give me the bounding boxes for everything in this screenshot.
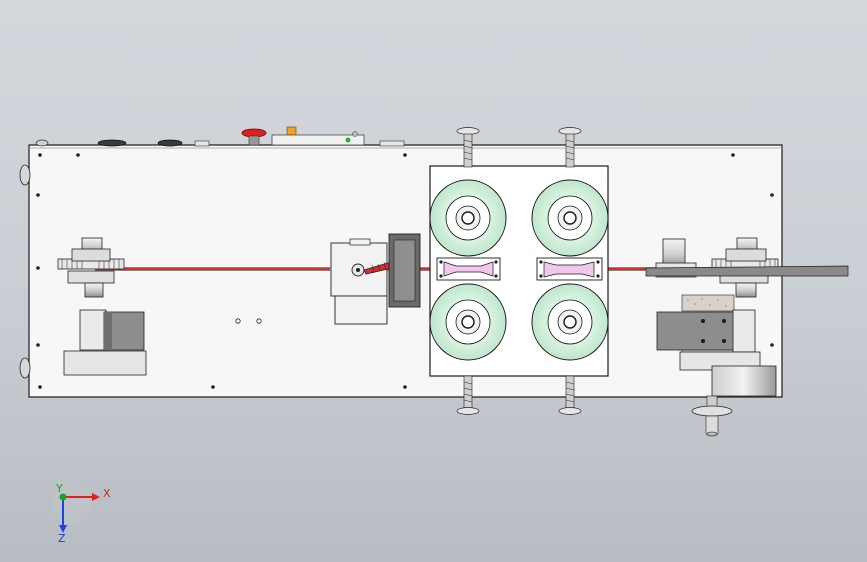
connector-left-1: [35, 139, 49, 147]
payoff-hub: [71, 248, 111, 262]
screw-bottom-right: [558, 375, 582, 415]
screw-bottom-left: [456, 375, 480, 415]
right-takeup-assembly: [645, 237, 849, 437]
caster-bottom-left: [19, 357, 31, 379]
control-box-top: [271, 134, 365, 146]
textured-block-upper: [681, 294, 735, 312]
caster-top-left: [19, 164, 31, 186]
indicator-lamp: [286, 126, 297, 137]
handwheel-housing: [711, 365, 777, 397]
triad-z-arrow: [59, 525, 67, 533]
payoff-gear-teeth: [61, 259, 120, 269]
coordinate-triad: X Y Z: [51, 482, 111, 545]
takeup-hub: [725, 248, 767, 262]
payoff-shaft-lower: [84, 282, 104, 298]
roller-bottom-left: [429, 283, 507, 361]
triad-x-arrow: [92, 493, 100, 501]
guide-top-tab: [349, 238, 371, 246]
status-light-grey: [352, 131, 358, 137]
connector-left-3: [157, 139, 183, 147]
triad-y-label: Y: [55, 482, 63, 495]
motor-mount-plate-left: [63, 350, 147, 376]
guide-right: [536, 257, 603, 281]
connector-left-2: [97, 139, 127, 147]
handwheel-knob-tip: [706, 431, 718, 437]
payoff-base-ring: [67, 270, 115, 284]
screw-top-right: [558, 127, 582, 168]
gearbox-body-right: [732, 309, 756, 353]
feed-block-inner: [393, 239, 416, 302]
roller-top-left: [429, 179, 507, 257]
roller-bottom-right: [531, 283, 609, 361]
emergency-stop-stem: [248, 135, 260, 146]
wire-guide-block: [330, 233, 421, 325]
handwheel-knob: [705, 415, 719, 435]
tension-screws: [456, 127, 582, 415]
left-casters: [19, 164, 31, 379]
motor-body-right: [656, 311, 738, 351]
triad-y-dot: [59, 493, 67, 501]
status-light-green: [345, 137, 351, 143]
feed-rollers: [429, 179, 609, 361]
top-edge-fittings: [35, 126, 405, 147]
guide-left: [436, 257, 501, 281]
left-payoff-assembly: [57, 237, 147, 376]
triad-z-label: Z: [58, 532, 66, 545]
mount-block-top-1: [194, 140, 210, 147]
inter-roller-guides: [436, 257, 603, 281]
triad-x-label: X: [103, 487, 111, 500]
guide-pivot-center: [356, 268, 360, 272]
motor-bolts-right: [701, 319, 726, 343]
motor-face-left: [104, 312, 112, 350]
output-guide-bar: [645, 265, 849, 277]
takeup-shaft-lower: [735, 282, 757, 298]
roller-top-right: [531, 179, 609, 257]
mount-block-top-2: [379, 140, 405, 147]
handwheel: [691, 405, 733, 417]
guide-plate-lower: [334, 295, 388, 325]
gearbox-body-left: [79, 309, 107, 351]
screw-top-left: [456, 127, 480, 168]
